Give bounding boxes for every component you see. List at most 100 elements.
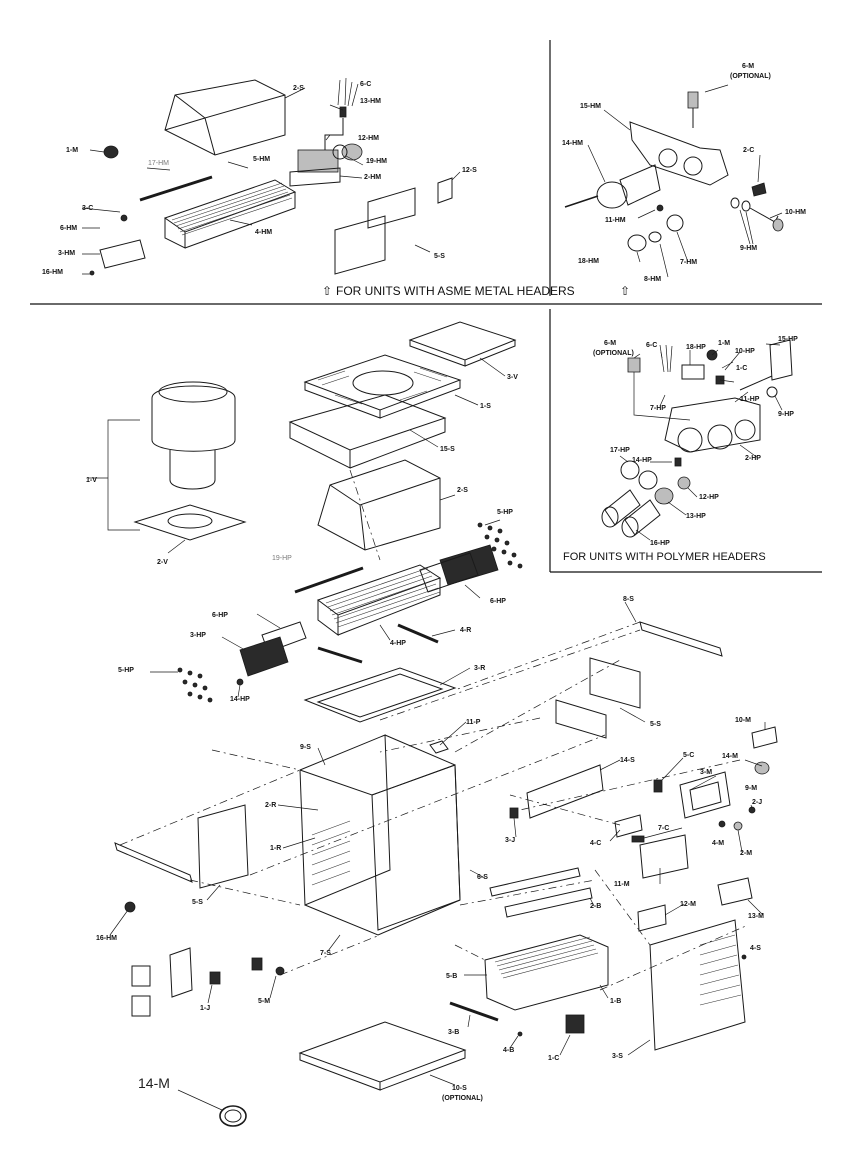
poly-18-hp (681, 364, 705, 380)
poly-2-hp-manifold (664, 397, 761, 453)
poly-label-9-hp: 9-HP (778, 411, 794, 418)
part-14-hm-flange (596, 181, 628, 209)
label-2-s-main: 2-S (457, 487, 468, 494)
label-5-s-top: 5-S (434, 253, 445, 260)
poly-label-optional: (OPTIONAL) (593, 350, 634, 357)
label-1-b: 1-B (610, 998, 621, 1005)
label-2-hm: 2-HM (364, 174, 381, 181)
callout-ring-inner (224, 1109, 242, 1123)
label-7-s: 7-S (320, 950, 331, 957)
poly-label-1-m: 1-M (718, 340, 730, 347)
part-11-hm (656, 204, 664, 212)
label-14-m-main: 14-M (722, 753, 738, 760)
poly-11-hp (739, 375, 773, 391)
poly-label-6-m: 6-M (604, 340, 616, 347)
part-9-s-cabinet-front (299, 734, 391, 906)
asme-caption-arrow-left: ⇧ (322, 284, 332, 298)
part-1-j (209, 971, 221, 985)
part-8-s-rail (639, 621, 723, 657)
label-1-r: 1-R (270, 845, 281, 852)
label-2-c: 2-C (743, 147, 754, 154)
label-8-s: 8-S (623, 596, 634, 603)
label-optional-base: (OPTIONAL) (442, 1095, 483, 1102)
label-4-s: 4-S (750, 945, 761, 952)
label-6-hm: 6-HM (60, 225, 77, 232)
label-6-m-top: 6-M (742, 63, 754, 70)
part-1-s-vent-hole (352, 370, 414, 396)
poly-label-18-hp: 18-HP (686, 344, 706, 351)
label-15-s: 15-S (440, 446, 455, 453)
exchanger-fins (171, 182, 293, 236)
main-exploded-view: 3-V 1-S 15-S 1-V 2-S 5-HP 2-V 19-HP 6-HP… (86, 321, 778, 1127)
label-10-m: 10-M (735, 717, 751, 724)
polymer-caption: FOR UNITS WITH POLYMER HEADERS (563, 551, 766, 563)
poly-6-c-wires (659, 344, 673, 373)
part-5-s-plate-a (367, 187, 416, 229)
part-7-hm (666, 214, 684, 232)
poly-port-b (707, 424, 733, 450)
poly-label-17-hp: 17-HP (610, 447, 630, 454)
part-5-m-a (251, 957, 263, 971)
dashed-connectors (119, 469, 749, 991)
poly-label-13-hp: 13-HP (686, 513, 706, 520)
part-6-hp-gasket-right (419, 552, 479, 593)
callout-14-m: 14-M (138, 1075, 170, 1091)
part-2-c (751, 182, 767, 197)
label-2-v: 2-V (157, 559, 168, 566)
label-4-hm: 4-HM (255, 229, 272, 236)
label-optional-top: (OPTIONAL) (730, 73, 771, 80)
part-15-hm-pipe (619, 164, 661, 206)
leaders-main (88, 357, 766, 1086)
part-3-r-frame (303, 667, 457, 723)
part-16-hm-main (124, 901, 136, 913)
poly-label-10-hp: 10-HP (735, 348, 755, 355)
asme-left-group: 2-S 6-C 13-HM 12-HM 1-M 17-HM 5-HM 19-HM… (42, 77, 477, 276)
label-7-c: 7-C (658, 825, 669, 832)
part-2-v-plate (133, 504, 247, 541)
part-1-c (565, 1014, 585, 1034)
part-17-hm-rod (139, 175, 213, 202)
cabinet-louvers (311, 820, 351, 886)
part-7-c (631, 835, 645, 843)
part-5-s-panel-b (555, 699, 607, 739)
poly-label-6-c: 6-C (646, 342, 657, 349)
label-1-s: 1-S (480, 403, 491, 410)
part-16-hm (89, 270, 95, 276)
label-1-c-main: 1-C (548, 1055, 559, 1062)
poly-16-hp-b-end (621, 516, 639, 538)
poly-16-hp-b (624, 499, 661, 536)
part-4-hp-exchanger (316, 564, 442, 636)
part-5-hp-fasteners-right (477, 522, 523, 569)
polymer-group: 6-M (OPTIONAL) 6-C 18-HP 1-M 10-HP 15-HP… (593, 336, 798, 547)
part-2-b-rail-a (489, 867, 581, 897)
label-3-j: 3-J (505, 837, 515, 844)
label-6-s: 6-S (477, 874, 488, 881)
label-3-hp: 3-HP (190, 632, 206, 639)
label-5-hp-left: 5-HP (118, 667, 134, 674)
label-2-j: 2-J (752, 799, 762, 806)
poly-label-12-hp: 12-HP (699, 494, 719, 501)
poly-17-hp-a (620, 460, 640, 480)
label-5-s-left: 5-S (192, 899, 203, 906)
part-8-hm (648, 231, 662, 243)
asme-right-group: 6-M (OPTIONAL) 15-HM 2-C 14-HM 10-HM 11-… (562, 63, 806, 283)
part-4-c (614, 814, 643, 838)
header-port-a (658, 148, 678, 168)
label-3-m: 3-M (700, 769, 712, 776)
part-11-p (429, 740, 449, 754)
part-2-hm-base (289, 167, 341, 187)
part-6-m-sensor (687, 91, 699, 109)
grille-slots (317, 367, 448, 405)
part-13-hm (339, 106, 347, 118)
label-11-p: 11-P (466, 719, 481, 726)
label-4-c: 4-C (590, 840, 601, 847)
part-9-m-bezel (679, 771, 731, 819)
part-3-c (120, 214, 128, 222)
label-16-hm-main: 16-HM (96, 935, 117, 942)
poly-label-15-hp: 15-HP (778, 336, 798, 343)
part-19-hp-rod (294, 566, 364, 594)
part-19-hm-fitting-b (332, 144, 348, 160)
part-14-s-bracket (526, 764, 604, 819)
part-3-b-bar (449, 1001, 499, 1022)
part-3-j (509, 807, 519, 819)
